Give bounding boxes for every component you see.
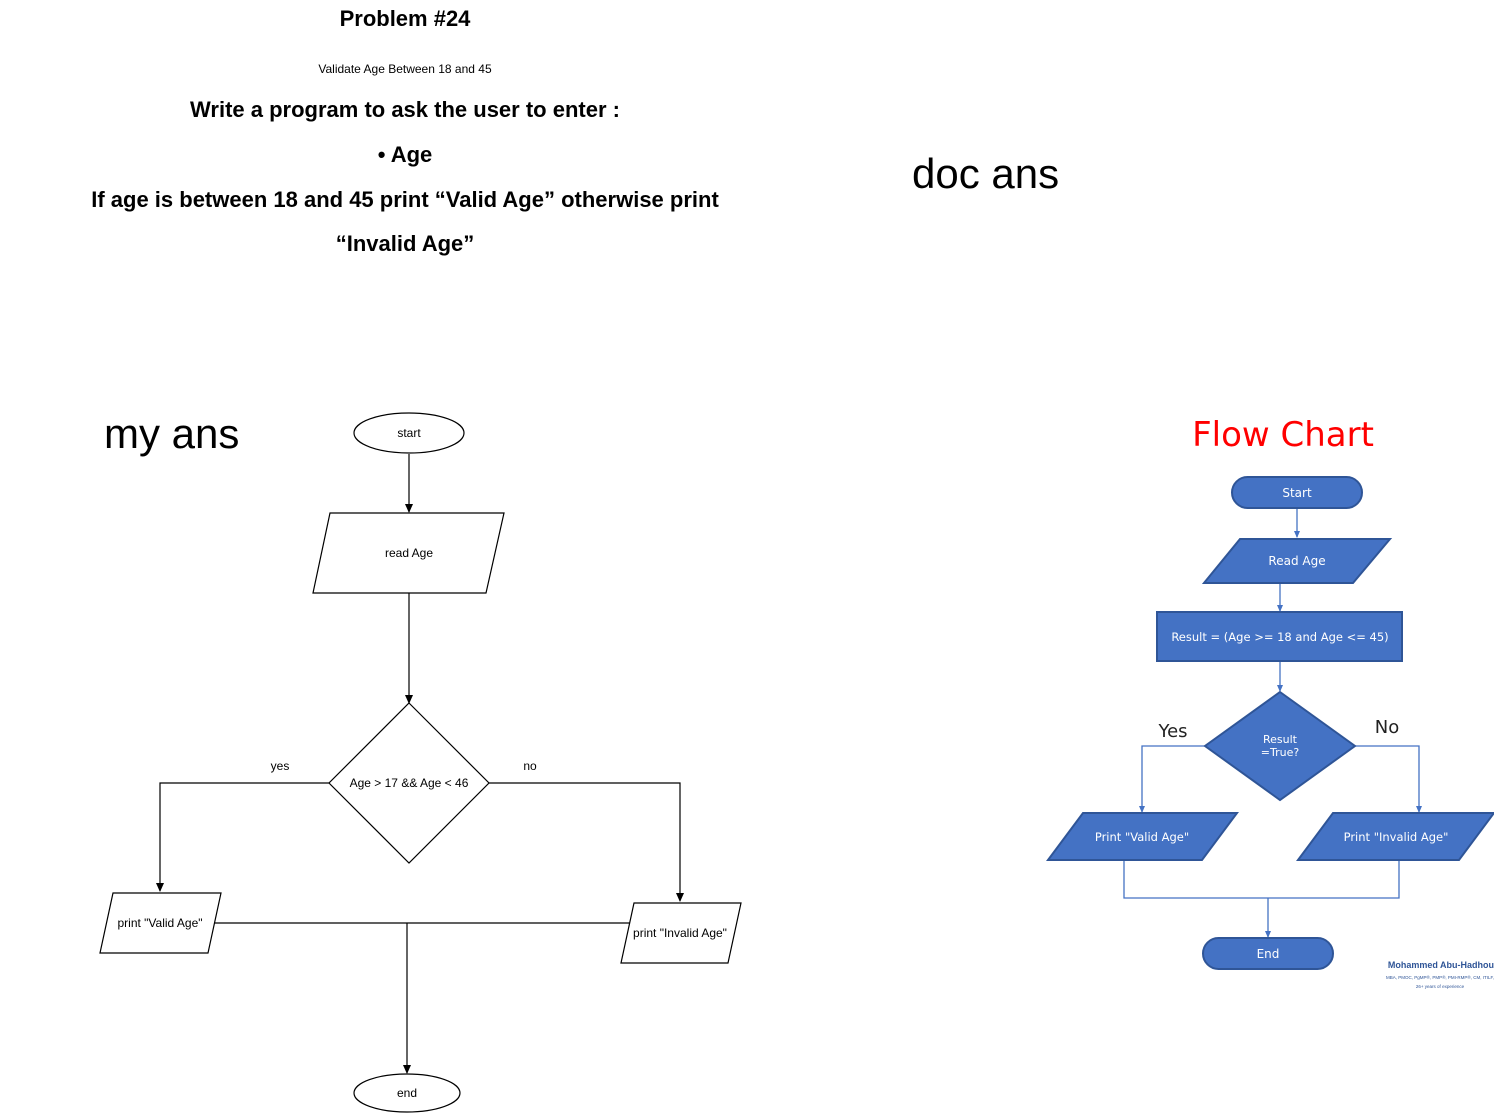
doc-no-label: No <box>1375 717 1399 738</box>
doc-decision-diamond <box>1203 690 1357 802</box>
doc-decision-text-line2: =True? <box>1261 746 1300 759</box>
start-terminal <box>353 412 465 454</box>
start-text: start <box>397 426 421 440</box>
read-age-text: read Age <box>385 546 433 560</box>
doc-print-invalid-parallelogram <box>1296 812 1494 861</box>
no-label: no <box>523 759 537 773</box>
doc-process-box <box>1156 611 1403 662</box>
problem-bullet: • Age <box>377 142 433 167</box>
yes-label: yes <box>271 759 290 773</box>
my-answer-label: my ans <box>104 410 240 457</box>
doc-read-age-text: Read Age <box>1268 554 1325 568</box>
doc-end-text: End <box>1257 947 1280 961</box>
decision-diamond <box>328 702 490 864</box>
doc-print-valid-text: Print "Valid Age" <box>1095 830 1189 844</box>
connector-decision-yes <box>156 782 329 892</box>
doc-flowchart-title: Flow Chart <box>1192 415 1374 455</box>
problem-subtitle: Validate Age Between 18 and 45 <box>318 62 492 76</box>
doc-read-age-parallelogram <box>1201 538 1393 584</box>
doc-author-credentials: MBA, PMOC, PgMP®, PMP®, PMI-RMP®, CM, IT… <box>1386 974 1494 980</box>
print-invalid-text: print "Invalid Age" <box>633 926 727 940</box>
doc-start-text: Start <box>1282 486 1312 500</box>
doc-answer-label: doc ans <box>912 150 1060 197</box>
end-terminal <box>353 1073 461 1113</box>
print-valid-text: print "Valid Age" <box>117 916 202 930</box>
doc-flowchart: Flow Chart Start Read Age Result = (Age … <box>1046 415 1494 989</box>
my-connectors <box>156 454 684 1074</box>
my-flowchart: start read Age Age > 17 && Age < 46 yes … <box>99 412 742 1113</box>
doc-decision-text-line1: Result <box>1263 733 1298 746</box>
doc-start-terminal <box>1231 476 1363 509</box>
problem-condition-line1: If age is between 18 and 45 print “Valid… <box>91 187 719 212</box>
doc-print-valid-parallelogram <box>1046 812 1239 861</box>
end-text: end <box>397 1086 417 1100</box>
connector-decision-no <box>489 782 684 902</box>
doc-author-experience: 26+ years of experience <box>1416 984 1465 989</box>
doc-author-name: Mohammed Abu-Hadhou <box>1388 960 1494 970</box>
doc-process-text: Result = (Age >= 18 and Age <= 45) <box>1171 630 1388 644</box>
print-valid-parallelogram <box>99 892 222 954</box>
print-invalid-parallelogram <box>620 902 742 964</box>
doc-connectors <box>1123 508 1422 938</box>
doc-print-invalid-text: Print "Invalid Age" <box>1344 830 1449 844</box>
problem-title: Problem #24 <box>339 6 471 31</box>
decision-text: Age > 17 && Age < 46 <box>350 776 469 790</box>
read-age-parallelogram <box>312 512 505 594</box>
problem-condition-line2: “Invalid Age” <box>335 231 475 256</box>
problem-instruction: Write a program to ask the user to enter… <box>190 97 620 122</box>
doc-yes-label: Yes <box>1157 721 1187 742</box>
doc-end-terminal <box>1202 937 1334 970</box>
